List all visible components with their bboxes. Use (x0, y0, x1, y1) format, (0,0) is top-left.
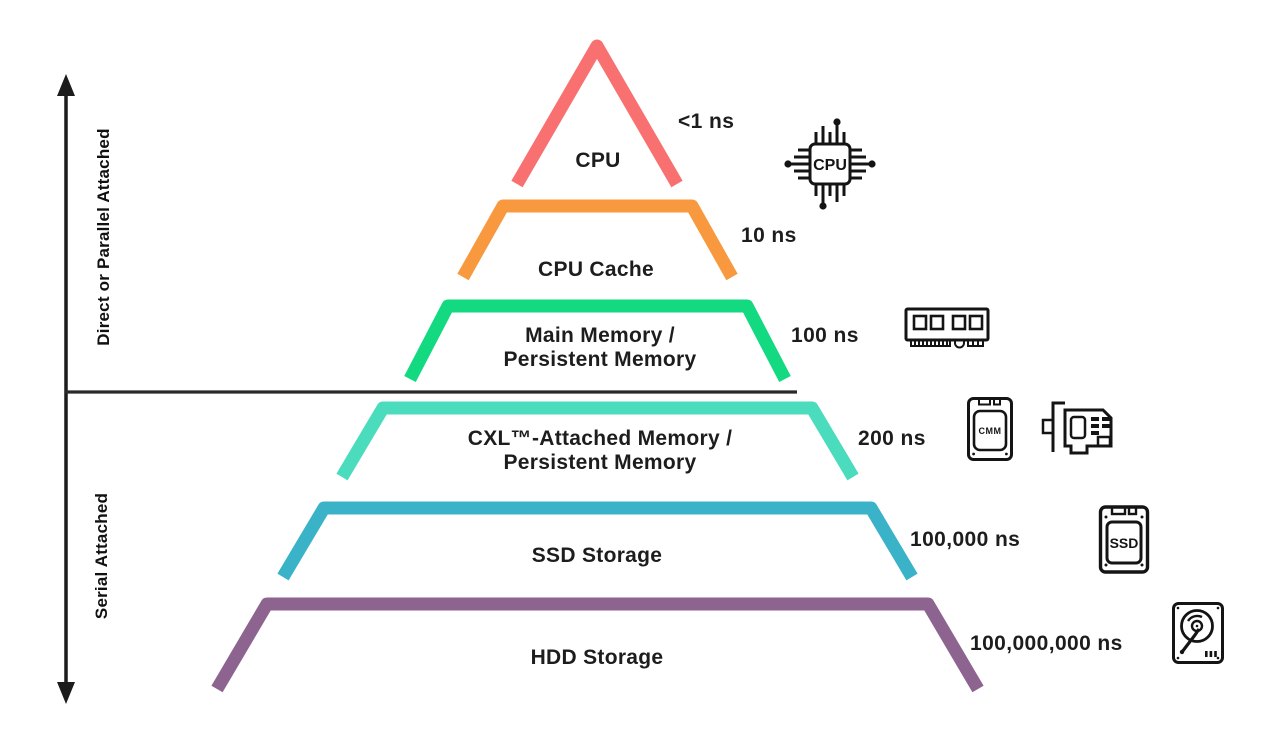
ssd-drive-icon-text: SSD (1110, 535, 1139, 551)
latency-main-memory: 100 ns (791, 324, 859, 347)
pyramid-layer-cpu-cache (457, 199, 738, 281)
vertical-axis-arrow (57, 74, 75, 704)
latency-ssd: 100,000 ns (910, 528, 1021, 551)
hdd-icon (1171, 601, 1225, 665)
cpu-chip-icon-text: CPU (813, 157, 847, 174)
label-main-memory: Main Memory / Persistent Memory (430, 324, 770, 372)
pyramid-layer-main-memory (404, 299, 791, 383)
axis-label-direct-parallel: Direct or Parallel Attached (94, 128, 113, 346)
label-cxl-memory-line1: CXL™-Attached Memory / (467, 427, 733, 450)
cmm-drive-icon: CMM (966, 396, 1014, 462)
pcie-card-icon (1041, 400, 1119, 463)
ssd-drive-icon: SSD (1098, 503, 1150, 577)
cmm-drive-icon-text: CMM (979, 426, 1002, 436)
pyramid-layer-hdd (211, 597, 984, 693)
pyramid-layer-cpu (511, 39, 683, 188)
latency-cxl-memory: 200 ns (858, 427, 926, 450)
label-cxl-memory-line2: Persistent Memory (503, 451, 697, 474)
latency-cpu: <1 ns (678, 110, 735, 133)
label-cpu-cache: CPU Cache (538, 258, 654, 281)
ram-module-icon (903, 302, 991, 356)
label-main-memory-line2: Persistent Memory (503, 348, 697, 371)
pyramid-layer-cxl-memory (336, 401, 859, 481)
label-cxl-memory: CXL™-Attached Memory / Persistent Memory (380, 427, 820, 475)
label-cpu: CPU (575, 149, 621, 172)
label-main-memory-line1: Main Memory / (525, 324, 675, 347)
cpu-chip-icon: CPU (778, 112, 882, 216)
label-ssd-storage: SSD Storage (531, 544, 663, 567)
label-hdd-storage: HDD Storage (530, 646, 664, 669)
latency-cpu-cache: 10 ns (741, 224, 797, 247)
axis-label-serial: Serial Attached (92, 492, 111, 620)
latency-hdd: 100,000,000 ns (970, 632, 1123, 655)
pyramid-layer-ssd (277, 501, 918, 581)
